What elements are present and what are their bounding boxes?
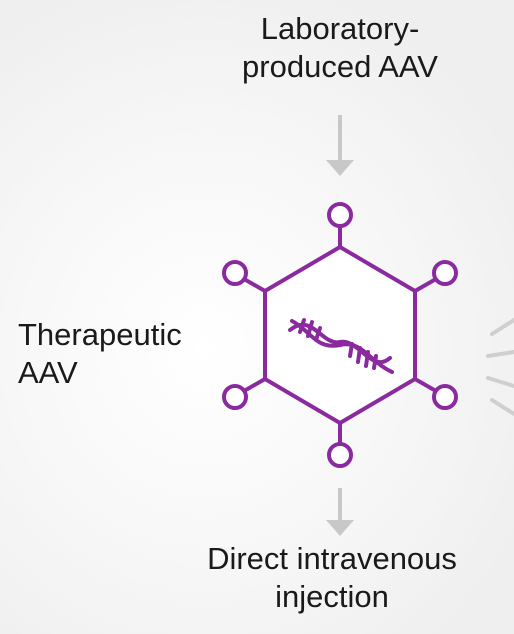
bottom-label-line-2: injection bbox=[275, 579, 389, 614]
down-arrow-icon bbox=[326, 488, 354, 536]
down-arrow-icon bbox=[326, 115, 354, 176]
bottom-label: Direct intravenous injection bbox=[150, 540, 514, 616]
aav-capsid-icon bbox=[222, 202, 458, 468]
left-label-line-1: Therapeutic bbox=[18, 317, 182, 352]
top-label-line-2: produced AAV bbox=[242, 49, 438, 84]
bottom-label-line-1: Direct intravenous bbox=[207, 541, 457, 576]
left-label: Therapeutic AAV bbox=[18, 316, 182, 392]
signal-lines-icon bbox=[486, 318, 514, 416]
left-label-line-2: AAV bbox=[18, 355, 78, 390]
dna-helix-icon bbox=[288, 318, 394, 374]
top-label-line-1: Laboratory- bbox=[260, 11, 420, 46]
top-label: Laboratory- produced AAV bbox=[170, 10, 510, 86]
